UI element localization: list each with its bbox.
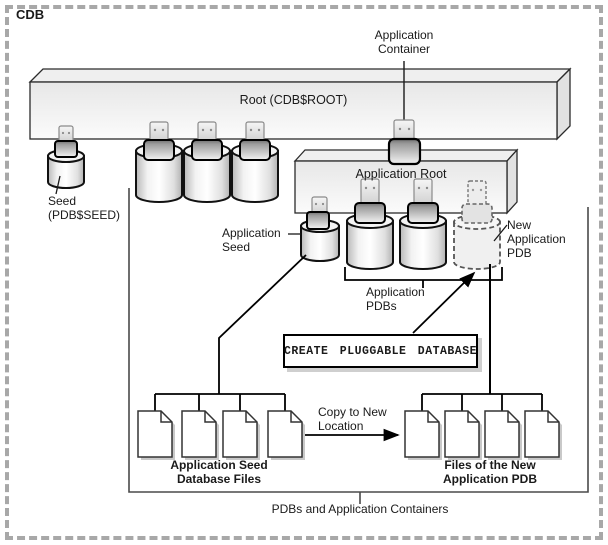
seed-files-tree <box>154 393 286 411</box>
database-cylinder-icon <box>231 150 279 203</box>
new-pdb-files <box>404 410 562 460</box>
files-of-new-application-pdb-label: Files of the New Application PDB <box>442 458 537 486</box>
application-seed-plug-icon <box>300 196 340 262</box>
database-cylinder-icon <box>47 155 85 189</box>
pdbs-containers-bracket <box>128 188 589 493</box>
application-root-label: Application Root <box>355 167 447 181</box>
root-pdb-2-plug-icon <box>183 121 231 203</box>
database-file-icon <box>137 410 173 458</box>
application-container-label: Application Container <box>374 28 434 56</box>
new-application-pdb-label-tick <box>493 224 508 242</box>
database-file-icon <box>444 410 480 458</box>
application-pdb-2-plug-icon <box>399 178 447 270</box>
root-pdb-3-plug-icon <box>231 121 279 203</box>
new-files-tree <box>421 393 543 411</box>
database-file-icon <box>181 410 217 458</box>
seed-label: Seed (PDB$SEED) <box>48 194 121 222</box>
database-cylinder-icon <box>183 150 231 203</box>
application-seed-database-files-label: Application Seed Database Files <box>170 458 268 486</box>
database-file-icon <box>267 410 303 458</box>
database-file-icon <box>524 410 560 458</box>
seed-database-files <box>137 410 305 460</box>
database-cylinder-icon <box>135 150 183 203</box>
database-cylinder-icon <box>300 225 340 262</box>
create-pluggable-database-box: CREATE PLUGGABLE DATABASE <box>283 334 478 368</box>
database-file-icon <box>404 410 440 458</box>
database-file-icon <box>484 410 520 458</box>
database-cylinder-icon <box>453 221 501 270</box>
application-pdbs-label: Application PDBs <box>366 285 425 313</box>
root-pdb-1-plug-icon <box>135 121 183 203</box>
database-cylinder-icon <box>399 220 447 270</box>
create-command-arrow <box>412 271 476 334</box>
new-application-pdb-plug-icon <box>453 180 501 270</box>
seed-label-tick <box>55 175 61 195</box>
copy-to-new-location-label: Copy to New Location <box>318 405 387 433</box>
root-label: Root (CDB$ROOT) <box>239 93 348 107</box>
seed-pdb-plug-icon <box>47 125 85 189</box>
application-pdb-1-plug-icon <box>346 178 394 270</box>
application-seed-to-files-line <box>218 254 307 394</box>
cdb-label: CDB <box>16 7 45 22</box>
pdbs-and-application-containers-label: PDBs and Application Containers <box>271 502 449 516</box>
application-container-plug-icon <box>387 119 422 166</box>
root-container-bar <box>28 67 572 141</box>
database-file-icon <box>222 410 258 458</box>
database-cylinder-icon <box>346 220 394 270</box>
new-application-pdb-label: New Application PDB <box>507 218 566 260</box>
application-seed-label: Application Seed <box>222 226 281 254</box>
